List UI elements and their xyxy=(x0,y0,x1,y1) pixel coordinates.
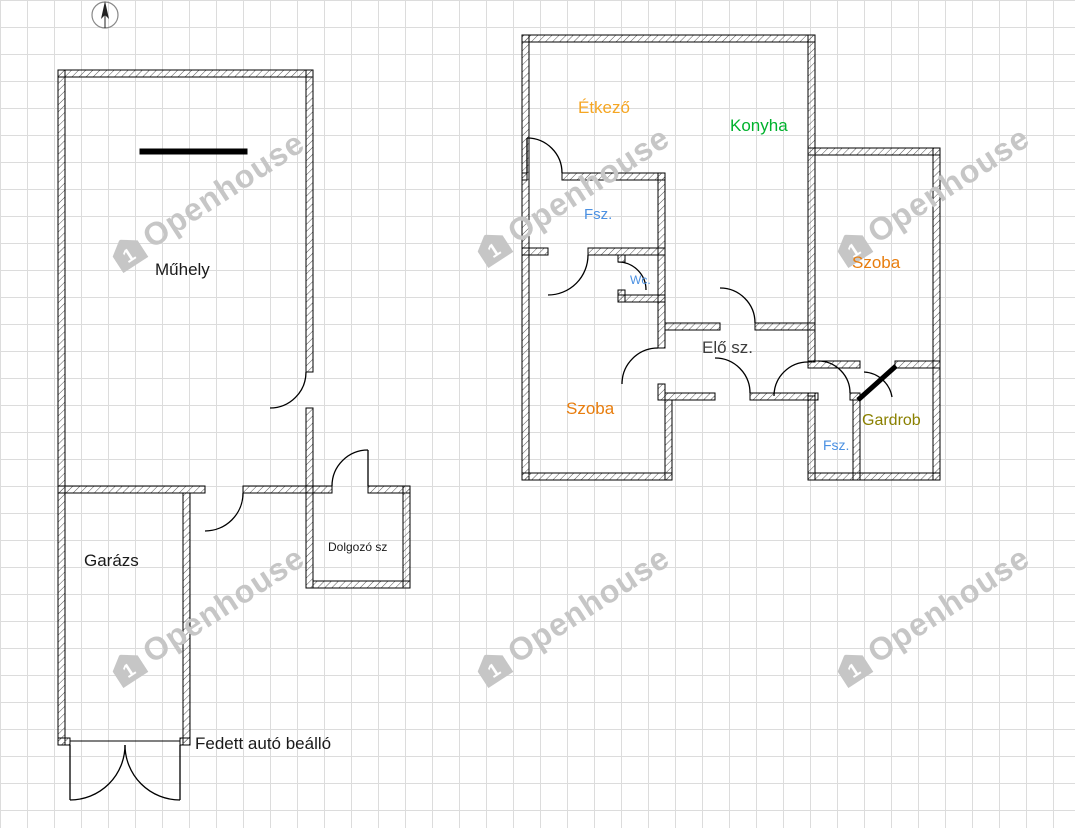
room-label-fsz-1: Fsz. xyxy=(584,206,613,223)
room-label-fsz-2: Fsz. xyxy=(823,437,850,453)
room-label-dolgozo: Dolgozó sz xyxy=(328,540,388,554)
room-label-wc: Wc. xyxy=(630,273,651,287)
room-label-carport: Fedett autó beálló xyxy=(195,734,332,753)
room-label-konyha: Konyha xyxy=(730,116,788,135)
room-label-szoba-1: Szoba xyxy=(566,399,615,418)
room-label-szoba-2: Szoba xyxy=(852,253,901,272)
room-label-etkezo: Étkező xyxy=(578,98,630,117)
walls-left-building xyxy=(57,69,411,746)
room-label-garazs: Garázs xyxy=(84,551,139,570)
compass-icon xyxy=(91,1,119,29)
room-label-eloszoba: Elő sz. xyxy=(702,338,754,357)
doors-layer xyxy=(69,137,893,801)
room-label-muhely: Műhely xyxy=(155,260,210,279)
room-label-gardrob: Gardrob xyxy=(862,412,921,429)
walls-right-building xyxy=(521,34,941,481)
